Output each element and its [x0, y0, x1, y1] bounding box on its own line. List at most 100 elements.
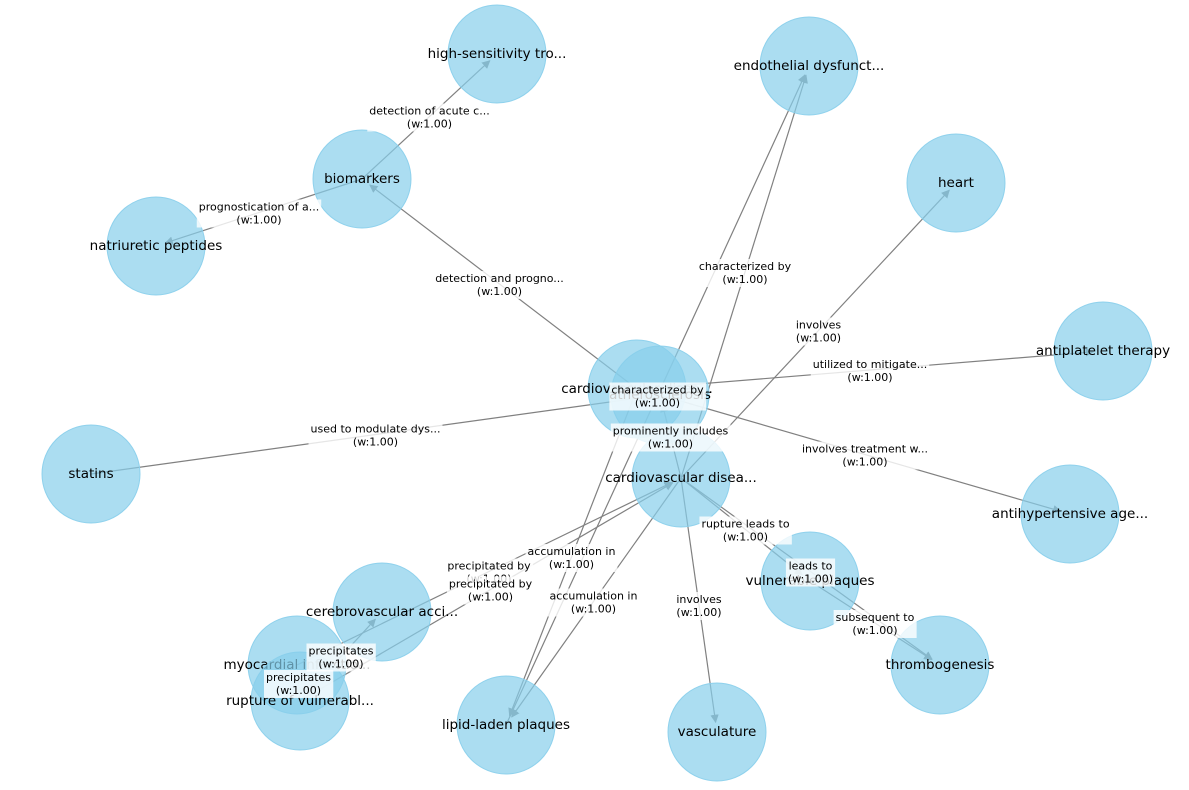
edge-weight-text: (w:1.00)	[722, 273, 767, 286]
edge-label: precipitated by(w:1.00)	[446, 576, 535, 605]
edge-label-background	[793, 317, 844, 346]
edge-label-text: precipitated by	[447, 560, 531, 573]
edge-label-text: involves treatment w...	[802, 443, 928, 456]
edge-weight-text: (w:1.00)	[648, 438, 693, 451]
node-vasc[interactable]: vasculature	[667, 682, 767, 782]
node-circle[interactable]	[906, 133, 1006, 233]
node-lipid[interactable]: lipid-laden plaques	[442, 675, 570, 775]
edge-label: accumulation in(w:1.00)	[547, 588, 640, 617]
edge-label: involves(w:1.00)	[793, 317, 844, 346]
edge-label: involves treatment w...(w:1.00)	[800, 441, 930, 470]
edge-weight-text: (w:1.00)	[847, 371, 892, 384]
edge-weight-text: (w:1.00)	[852, 624, 897, 637]
nodes-layer: cardiovascular disea...atherosclerosisca…	[41, 4, 1170, 782]
edge-label: leads to(w:1.00)	[785, 558, 836, 587]
edge-label: accumulation in(w:1.00)	[525, 544, 618, 572]
edge-label: detection and progno...(w:1.00)	[433, 271, 566, 299]
node-label: thrombogenesis	[886, 657, 995, 673]
node-label: antiplatelet therapy	[1036, 343, 1170, 359]
edge-label-text: involves	[676, 593, 722, 606]
edge-label-background	[196, 199, 322, 228]
edge-label: detection of acute c...(w:1.00)	[367, 103, 492, 132]
edge-label-text: used to modulate dys...	[311, 423, 441, 436]
node-statins[interactable]: statins	[41, 424, 141, 524]
edge-label-text: accumulation in	[528, 545, 616, 558]
node-circle[interactable]	[759, 16, 859, 116]
edge-label-text: detection and progno...	[435, 272, 564, 285]
edge-label-text: detection of acute c...	[369, 105, 489, 118]
edge-weight-text: (w:1.00)	[676, 606, 721, 619]
node-circle[interactable]	[456, 675, 556, 775]
node-label: vasculature	[678, 724, 757, 740]
edge-weight-text: (w:1.00)	[788, 573, 833, 586]
node-anti[interactable]: antiplatelet therapy	[1036, 301, 1170, 401]
edge-labels-layer: detection of acute c...(w:1.00)prognosti…	[196, 103, 930, 698]
node-circle[interactable]	[1053, 301, 1153, 401]
edge-label-text: precipitates	[308, 645, 373, 658]
edge-label-background	[367, 103, 492, 132]
edge-label-text: subsequent to	[836, 611, 915, 624]
edge-label: precipitates(w:1.00)	[306, 643, 376, 672]
edge-label-background	[609, 382, 707, 411]
edge-label-background	[263, 670, 334, 698]
node-label: antihypertensive age...	[992, 506, 1148, 522]
edge-weight-text: (w:1.00)	[468, 591, 513, 604]
node-cvd2[interactable]: cardiovascular disea...	[605, 428, 757, 528]
edge-label-background	[800, 441, 930, 470]
edge-label-background	[674, 592, 724, 620]
edge-label: prominently includes(w:1.00)	[610, 423, 731, 452]
edge-label-text: leads to	[789, 560, 833, 573]
edge-label-text: precipitated by	[449, 578, 533, 591]
node-circle[interactable]	[890, 615, 990, 715]
edge-label: characterized by(w:1.00)	[696, 259, 794, 287]
node-circle[interactable]	[1020, 464, 1120, 564]
node-label: biomarkers	[324, 171, 400, 187]
node-endo[interactable]: endothelial dysfunct...	[734, 16, 885, 116]
edge-label-background	[547, 588, 640, 617]
edge-label-background	[785, 558, 836, 587]
edge-label-text: prominently includes	[613, 425, 729, 438]
edge-label-text: utilized to mitigate...	[813, 358, 927, 371]
edge-label-background	[525, 544, 618, 572]
edge-label: involves(w:1.00)	[674, 592, 724, 620]
node-label: statins	[68, 466, 113, 482]
node-bio[interactable]: biomarkers	[312, 129, 412, 229]
node-antihyp[interactable]: antihypertensive age...	[992, 464, 1148, 564]
edge-weight-text: (w:1.00)	[407, 118, 452, 131]
edge-weight-text: (w:1.00)	[236, 214, 281, 227]
edge-weight-text: (w:1.00)	[635, 397, 680, 410]
edge-label: used to modulate dys...(w:1.00)	[308, 421, 443, 450]
node-circle[interactable]	[312, 129, 412, 229]
edge-label-background	[810, 357, 930, 385]
node-circle[interactable]	[41, 424, 141, 524]
edge-weight-text: (w:1.00)	[723, 531, 768, 544]
node-circle[interactable]	[106, 196, 206, 296]
node-heart[interactable]: heart	[906, 133, 1006, 233]
node-label: cardiovascular disea...	[605, 470, 757, 486]
edge-label-text: characterized by	[611, 384, 704, 397]
node-nat[interactable]: natriuretic peptides	[90, 196, 223, 296]
node-circle[interactable]	[332, 562, 432, 662]
edge-label-text: accumulation in	[550, 590, 638, 603]
edge-label: prognostication of a...(w:1.00)	[196, 199, 322, 228]
node-label: endothelial dysfunct...	[734, 58, 885, 74]
edge-label: precipitates(w:1.00)	[263, 670, 334, 698]
node-circle[interactable]	[667, 682, 767, 782]
node-circle[interactable]	[447, 4, 547, 104]
edge-label-background	[446, 576, 535, 605]
node-cva[interactable]: cerebrovascular acci...	[306, 562, 458, 662]
edge-weight-text: (w:1.00)	[353, 436, 398, 449]
edge-label: utilized to mitigate...(w:1.00)	[810, 357, 930, 385]
node-label: high-sensitivity tro...	[428, 46, 567, 62]
node-label: cerebrovascular acci...	[306, 604, 458, 620]
edge-label: rupture leads to(w:1.00)	[699, 516, 792, 545]
node-label: rupture of vulnerabl...	[226, 693, 374, 709]
edge-weight-text: (w:1.00)	[477, 285, 522, 298]
node-thromb[interactable]: thrombogenesis	[886, 615, 995, 715]
edge-weight-text: (w:1.00)	[276, 684, 321, 697]
node-hst[interactable]: high-sensitivity tro...	[428, 4, 567, 104]
edge-weight-text: (w:1.00)	[571, 603, 616, 616]
node-label: heart	[938, 175, 974, 191]
edge-weight-text: (w:1.00)	[549, 558, 594, 571]
